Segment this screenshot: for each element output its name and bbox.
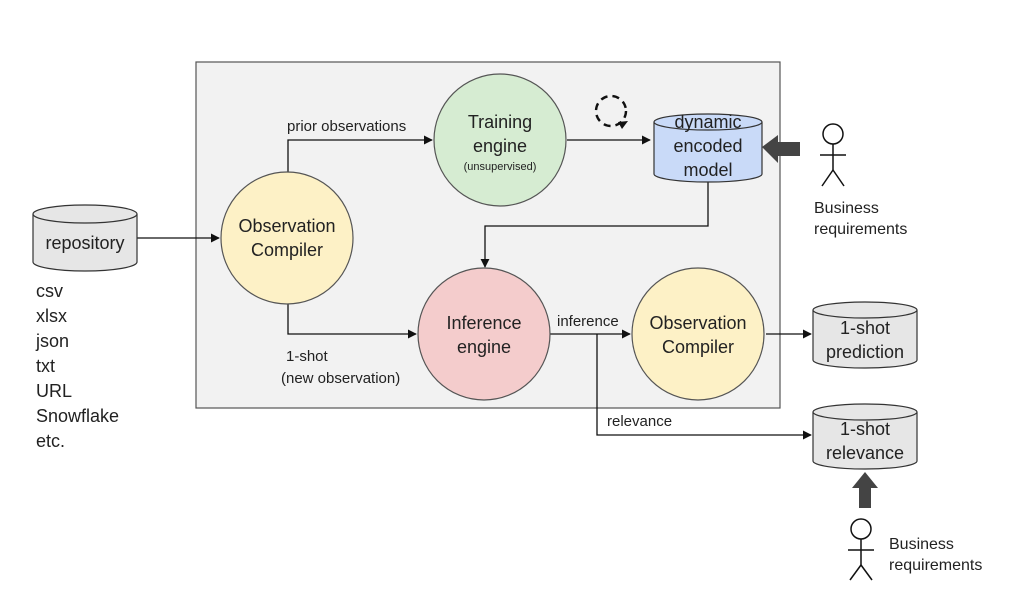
actor-top-line1: Business bbox=[814, 200, 879, 217]
requirements-arrow-icon bbox=[762, 135, 800, 163]
compiler-left-line1: Observation bbox=[238, 216, 335, 236]
format-item: etc. bbox=[36, 431, 65, 451]
actor-top-line2: requirements bbox=[814, 221, 907, 238]
actor-bottom-line1: Business bbox=[889, 536, 954, 553]
edge-relevance bbox=[596, 334, 812, 440]
repository-label: repository bbox=[45, 233, 124, 253]
observation-compiler-left: Observation Compiler bbox=[220, 171, 354, 305]
edge-prior-observations bbox=[287, 135, 433, 174]
training-engine: Training engine (unsupervised) bbox=[433, 73, 567, 207]
repository-store: repository bbox=[32, 204, 138, 272]
model-line1: dynamic bbox=[674, 112, 741, 132]
edge-label-one-shot: 1-shot bbox=[286, 348, 329, 365]
actor-bottom-line2: requirements bbox=[889, 557, 982, 574]
edge-model-to-inference bbox=[480, 182, 709, 268]
refresh-cycle-icon bbox=[594, 94, 628, 128]
requirements-up-arrow-icon bbox=[852, 472, 878, 508]
training-line1: Training bbox=[468, 112, 532, 132]
inference-line2: engine bbox=[457, 337, 511, 357]
training-note: (unsupervised) bbox=[464, 161, 537, 173]
observation-compiler-right: Observation Compiler bbox=[631, 267, 765, 401]
relevance-store: 1-shot relevance bbox=[812, 403, 918, 470]
training-line2: engine bbox=[473, 136, 527, 156]
inference-engine: Inference engine bbox=[417, 267, 551, 401]
inference-line1: Inference bbox=[446, 313, 521, 333]
refresh-arrowhead-icon bbox=[618, 121, 628, 129]
dynamic-model-store: dynamic encoded model bbox=[653, 112, 763, 183]
edge-label-inference: inference bbox=[557, 313, 619, 330]
edge-label-prior-observations: prior observations bbox=[287, 118, 406, 135]
format-item: csv bbox=[36, 281, 63, 301]
edge-one-shot bbox=[287, 302, 417, 339]
connectors bbox=[137, 135, 812, 440]
model-line3: model bbox=[683, 160, 732, 180]
format-item: xlsx bbox=[36, 306, 67, 326]
model-line2: encoded bbox=[673, 136, 742, 156]
edge-label-new-observation: (new observation) bbox=[281, 370, 400, 387]
prediction-line1: 1-shot bbox=[840, 318, 890, 338]
relevance-line2: relevance bbox=[826, 443, 904, 463]
format-item: txt bbox=[36, 356, 55, 376]
edge-label-relevance: relevance bbox=[607, 413, 672, 430]
format-item: Snowflake bbox=[36, 406, 119, 426]
compiler-left-line2: Compiler bbox=[251, 240, 323, 260]
stick-figure-icon bbox=[820, 123, 846, 187]
compiler-right-line2: Compiler bbox=[662, 337, 734, 357]
prediction-store: 1-shot prediction bbox=[812, 301, 918, 369]
stick-figure-icon bbox=[848, 518, 874, 581]
formats-list: csv xlsx json txt URL Snowflake etc. bbox=[35, 281, 119, 451]
format-item: json bbox=[35, 331, 69, 351]
prediction-line2: prediction bbox=[826, 342, 904, 362]
format-item: URL bbox=[36, 381, 72, 401]
compiler-right-line1: Observation bbox=[649, 313, 746, 333]
relevance-line1: 1-shot bbox=[840, 419, 890, 439]
